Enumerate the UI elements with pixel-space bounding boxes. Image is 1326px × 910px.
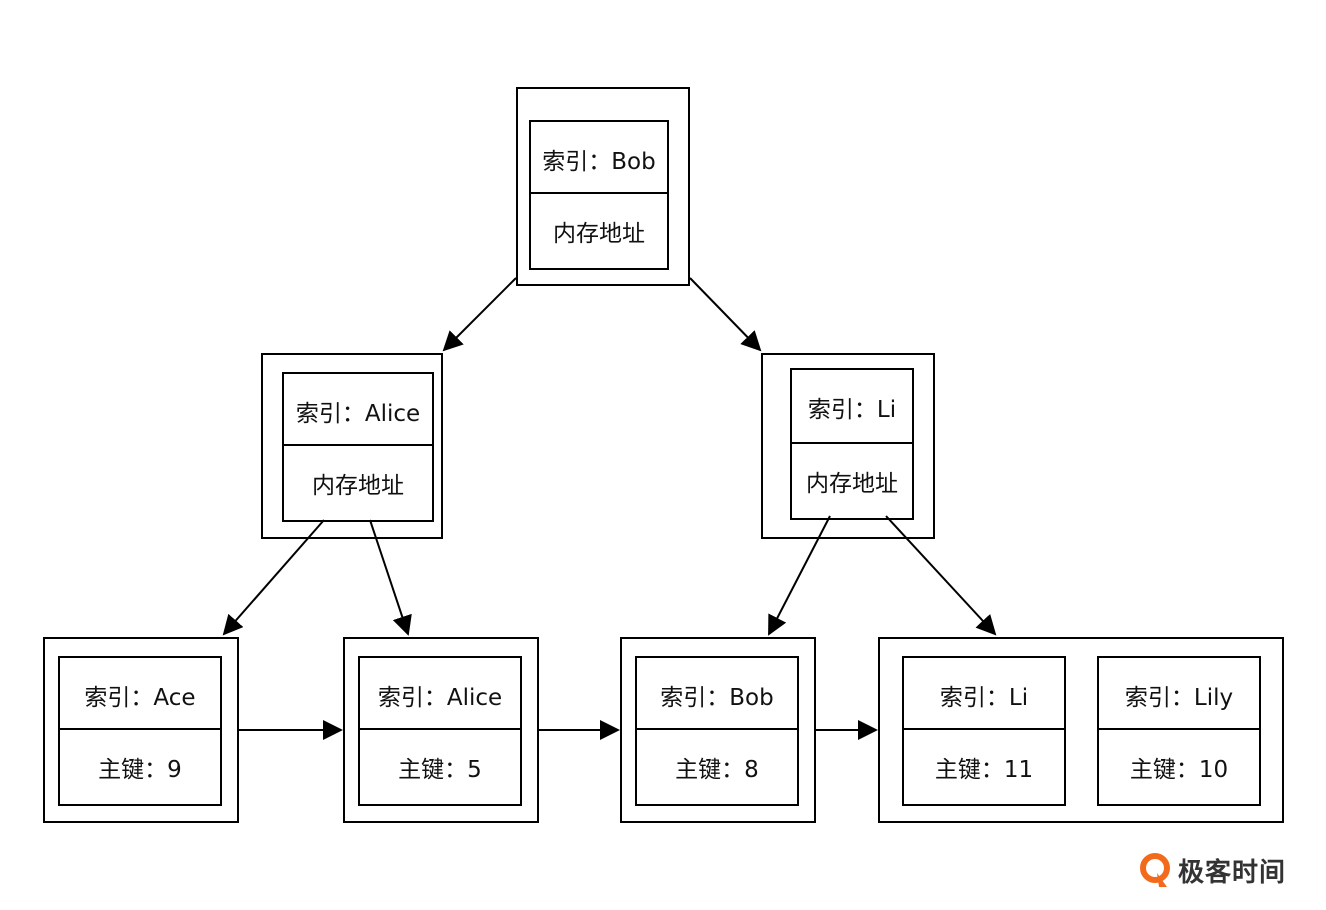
root-pointer-label: 内存地址 [531,192,667,268]
leaf-4-entry-b: 索引：Lily 主键：10 [1097,656,1261,806]
leaf-1-key-label: 主键：9 [60,728,220,804]
left-internal-entry: 索引：Alice 内存地址 [282,372,434,522]
geektime-logo: 极客时间 [1140,852,1286,889]
geektime-logo-icon [1140,852,1170,887]
leaf-4b-key-label: 主键：10 [1099,728,1259,804]
leaf-3-index-label: 索引：Bob [660,685,774,711]
right-internal-node: 索引：Li 内存地址 [761,353,935,539]
root-entry: 索引：Bob 内存地址 [529,120,669,270]
edge-root-to-right [689,277,762,352]
leaf-4-entry-a: 索引：Li 主键：11 [902,656,1066,806]
leaf-2-key-label: 主键：5 [360,728,520,804]
leaf-4a-index-label: 索引：Li [939,685,1029,711]
leaf-2-index-label: 索引：Alice [377,685,503,711]
root-node: 索引：Bob 内存地址 [516,87,690,286]
leaf-node-2: 索引：Alice 主键：5 [343,637,539,823]
edge-root-to-left [442,277,517,352]
leaf-1-entry: 索引：Ace 主键：9 [58,656,222,806]
leaf-4b-index-label: 索引：Lily [1124,685,1234,711]
leaf-4a-key-label: 主键：11 [904,728,1064,804]
leaf-node-3: 索引：Bob 主键：8 [620,637,816,823]
leaf-node-4: 索引：Li 主键：11 索引：Lily 主键：10 [878,637,1284,823]
root-index-label: 索引：Bob [542,149,656,175]
right-index-label: 索引：Li [807,397,897,423]
leaf-3-key-label: 主键：8 [637,728,797,804]
leaf-node-1: 索引：Ace 主键：9 [43,637,239,823]
right-pointer-label: 内存地址 [792,442,912,518]
logo-text: 极客时间 [1178,858,1287,888]
right-internal-entry: 索引：Li 内存地址 [790,368,914,520]
leaf-3-entry: 索引：Bob 主键：8 [635,656,799,806]
left-pointer-label: 内存地址 [284,444,432,520]
left-index-label: 索引：Alice [295,401,421,427]
leaf-2-entry: 索引：Alice 主键：5 [358,656,522,806]
left-internal-node: 索引：Alice 内存地址 [261,353,443,539]
leaf-1-index-label: 索引：Ace [84,685,196,711]
